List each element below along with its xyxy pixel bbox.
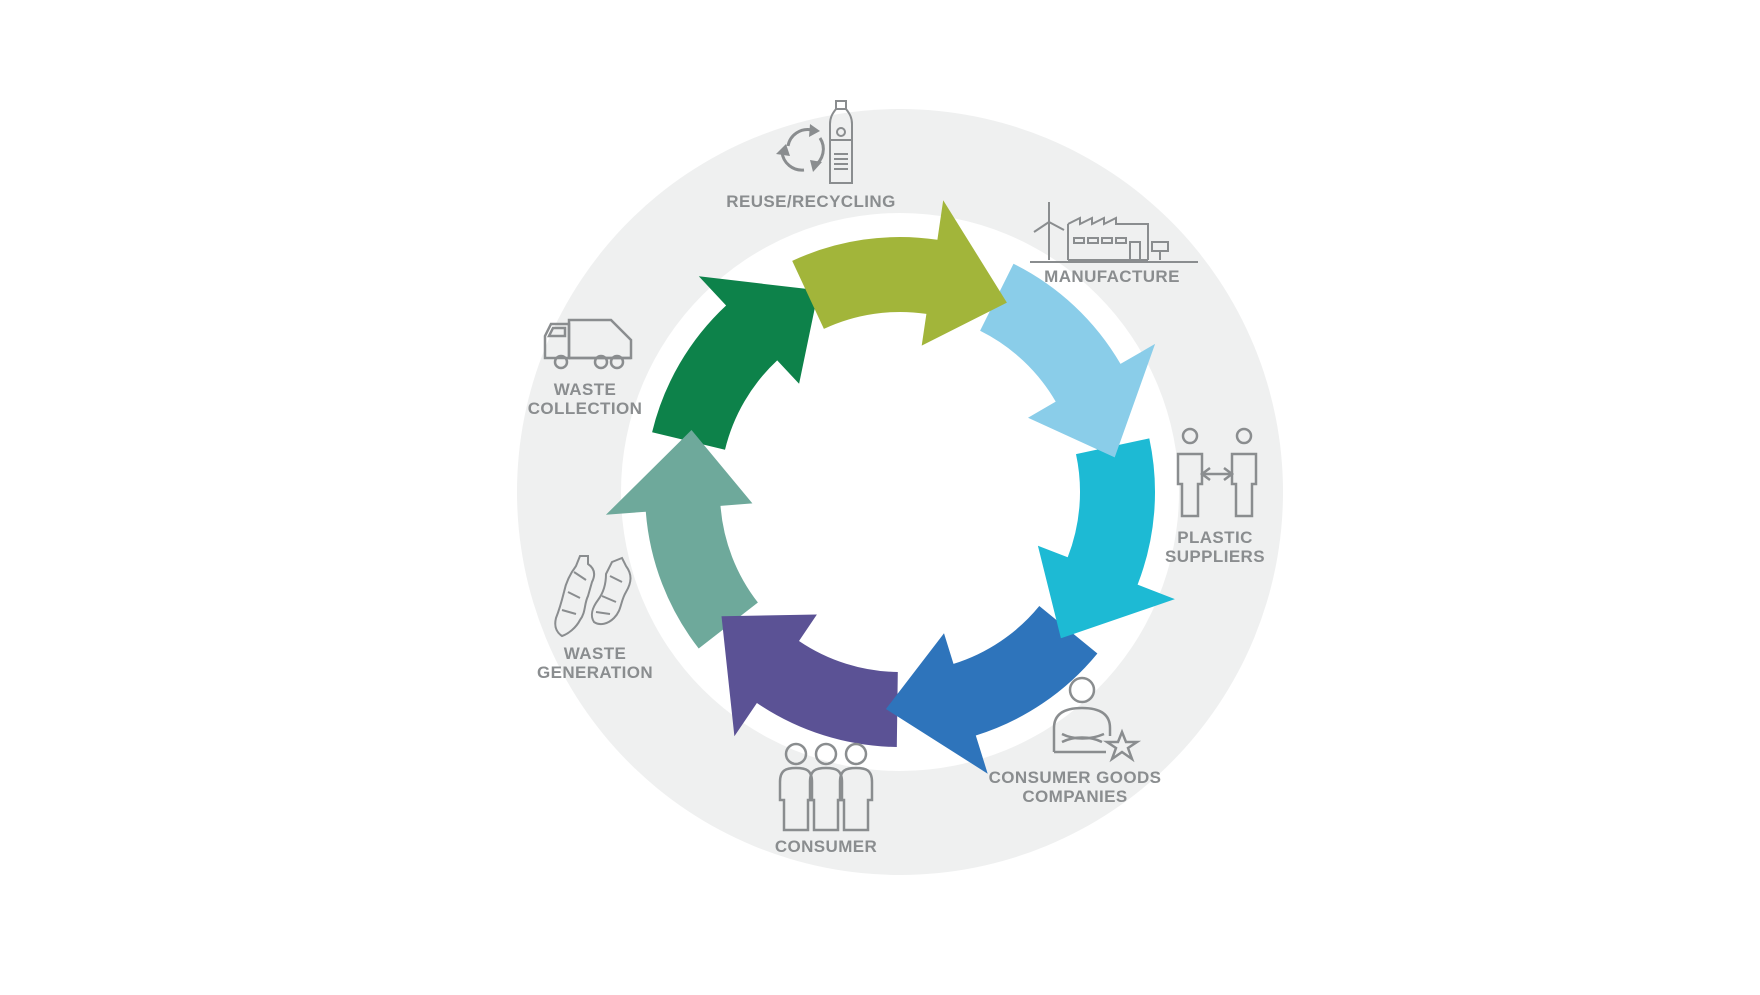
stage-label-consumer-goods-companies: CONSUMER GOODS COMPANIES — [988, 768, 1162, 806]
crushed-bottles-icon — [554, 555, 632, 638]
cycle-arrow-waste-generation — [605, 430, 758, 649]
garbage-truck-icon — [543, 318, 633, 370]
recycle-bottle-icon — [776, 100, 853, 184]
cycle-arrow-consumer — [721, 614, 898, 747]
stage-label-reuse-recycling: REUSE/RECYCLING — [726, 192, 896, 211]
exchange-people-icon — [1176, 427, 1258, 518]
cycle-arrow-waste-collection — [652, 276, 819, 450]
cycle-arrows — [605, 200, 1175, 774]
cycle-arrow-plastic-suppliers — [1037, 438, 1175, 639]
stage-label-manufacture: MANUFACTURE — [1044, 267, 1180, 286]
stage-label-waste-collection: WASTE COLLECTION — [527, 380, 643, 418]
group-people-icon — [778, 742, 874, 832]
factory-wind-turbine-icon — [1030, 202, 1198, 263]
stage-label-plastic-suppliers: PLASTIC SUPPLIERS — [1165, 528, 1265, 566]
person-star-icon — [1052, 676, 1142, 763]
stage-label-consumer: CONSUMER — [774, 837, 878, 856]
stage-label-waste-generation: WASTE GENERATION — [536, 644, 654, 682]
cycle-arrow-manufacture — [980, 263, 1156, 458]
cycle-arrow-reuse — [792, 200, 1007, 346]
cycle-arrow-consumer-goods — [885, 606, 1098, 774]
